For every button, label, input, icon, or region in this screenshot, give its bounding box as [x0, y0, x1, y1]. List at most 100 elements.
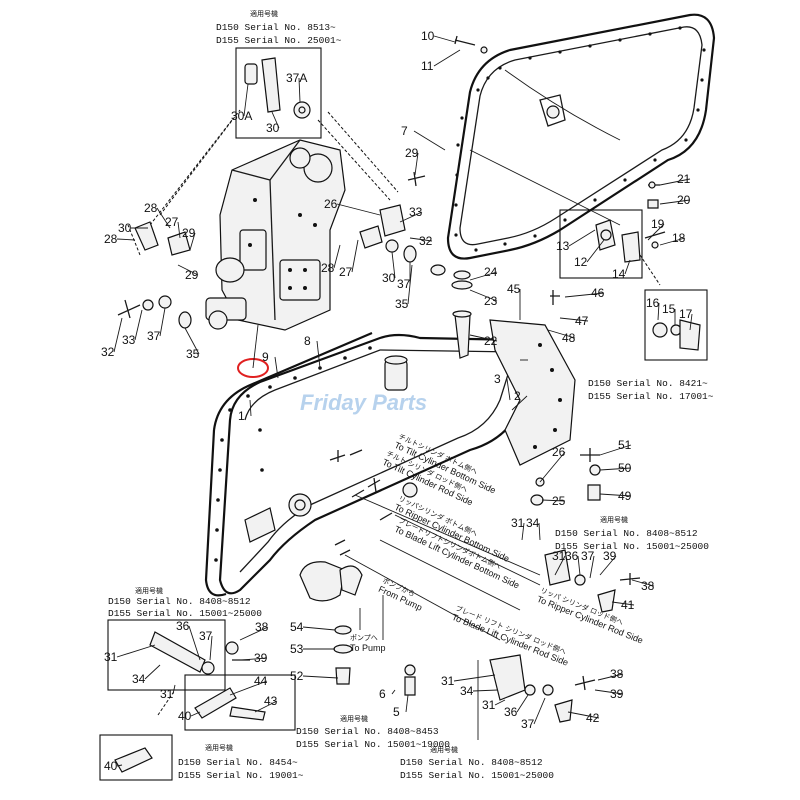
leader-line-33	[134, 309, 143, 341]
leader-line-41	[611, 601, 635, 606]
callout-40: 40	[104, 759, 118, 773]
leader-line-31	[172, 684, 176, 695]
leader-line-36	[577, 555, 581, 576]
callout-39: 39	[254, 651, 268, 665]
hose-lines	[344, 494, 541, 740]
leader-line-12	[586, 239, 605, 263]
hydraulic-tank	[446, 13, 716, 260]
leader-line-31	[554, 555, 566, 576]
leader-line-29	[189, 232, 196, 251]
leader-line-43	[254, 700, 278, 713]
leader-line-39	[241, 657, 268, 661]
callout-45: 45	[507, 282, 521, 296]
callout-37A: 37A	[286, 71, 307, 85]
callout-15: 15	[662, 302, 676, 316]
leader-line-7	[413, 130, 446, 151]
svg-text:D155 Serial No. 15001~25000: D155 Serial No. 15001~25000	[555, 541, 709, 552]
svg-text:D155 Serial No. 15001~25000: D155 Serial No. 15001~25000	[400, 770, 554, 781]
svg-text:適用号機: 適用号機	[340, 714, 368, 723]
callout-48: 48	[562, 331, 576, 345]
svg-text:D150 Serial No. 8408~8512: D150 Serial No. 8408~8512	[108, 596, 251, 607]
leader-line-40	[116, 764, 123, 767]
callout-32: 32	[419, 234, 433, 248]
leader-line-17	[689, 313, 693, 331]
leader-line-18	[659, 237, 686, 246]
svg-text:D155 Serial No. 25001~: D155 Serial No. 25001~	[216, 35, 342, 46]
leader-line-48	[547, 329, 576, 339]
callout-33: 33	[122, 333, 136, 347]
callout-34: 34	[132, 672, 146, 686]
control-valve	[205, 139, 346, 378]
callout-28: 28	[104, 232, 118, 246]
leader-line-32	[409, 237, 433, 242]
callout-20: 20	[677, 193, 691, 207]
leader-line-28	[333, 244, 341, 269]
callout-28: 28	[144, 201, 158, 215]
callout-7: 7	[401, 124, 408, 138]
callout-44: 44	[254, 674, 268, 688]
leader-line-37	[533, 697, 546, 725]
leader-line-3	[506, 378, 511, 401]
leader-line-20	[659, 199, 691, 205]
leader-line-37	[589, 555, 595, 579]
leader-line-16	[657, 302, 660, 321]
svg-text:D155 Serial No. 15001~19000: D155 Serial No. 15001~19000	[296, 739, 450, 750]
frame-bolt-holes	[214, 346, 372, 562]
callout-14: 14	[612, 267, 626, 281]
callout-36: 36	[176, 619, 190, 633]
callout-37: 37	[521, 717, 535, 731]
leader-line-37	[209, 635, 213, 661]
leader-line-31	[521, 522, 525, 541]
serial-note-6: 適用号機 D150 Serial No. 8454~ D155 Serial N…	[178, 743, 304, 781]
leader-line-31	[494, 699, 506, 706]
leader-line-38	[597, 673, 624, 681]
leader-line-8	[316, 340, 321, 369]
leader-line-36	[516, 694, 529, 713]
svg-text:To Pump: To Pump	[350, 643, 386, 653]
callout-33: 33	[409, 205, 423, 219]
serial-note-1: 適用号機 D150 Serial No. 8513~ D155 Serial N…	[216, 9, 342, 46]
serial-note-7: 適用号機 D150 Serial No. 8408~8512 D155 Seri…	[400, 745, 554, 781]
callout-36: 36	[504, 705, 518, 719]
callout-38: 38	[641, 579, 655, 593]
callout-37: 37	[147, 329, 161, 343]
upper-left-hardware	[117, 47, 426, 329]
highlight-mark	[237, 358, 269, 378]
callout-11: 11	[421, 59, 434, 73]
side-bracket	[489, 290, 576, 466]
leader-line-31	[116, 644, 156, 658]
serial-note-2: D150 Serial No. 8421~ D155 Serial No. 17…	[588, 378, 714, 402]
leader-line-25	[541, 499, 566, 502]
leader-line-39	[594, 689, 624, 695]
callout-5: 5	[393, 705, 400, 719]
callout-46: 46	[591, 286, 605, 300]
callout-16: 16	[646, 296, 660, 310]
callout-38: 38	[610, 667, 624, 681]
leader-line-46	[564, 292, 605, 298]
leader-line-6	[391, 689, 396, 695]
callout-37: 37	[397, 277, 411, 291]
callout-38: 38	[255, 620, 269, 634]
leader-line-30	[271, 111, 280, 129]
leader-line-27	[351, 239, 359, 273]
leader-line-29	[414, 152, 419, 176]
tank-bolt-holes	[454, 26, 706, 252]
callout-43: 43	[264, 694, 278, 708]
leader-line-26	[336, 203, 381, 216]
hose-fittings	[299, 449, 418, 602]
callout-13: 13	[556, 239, 570, 253]
lower-frame	[204, 331, 542, 597]
callout-37: 37	[581, 549, 595, 563]
callout-12: 12	[574, 255, 588, 269]
leader-line-39	[599, 555, 617, 576]
leader-line-34	[144, 664, 161, 680]
leader-line-27	[177, 221, 181, 239]
leader-line-30A	[243, 83, 249, 117]
callout-30: 30	[118, 221, 132, 235]
callout-42: 42	[586, 711, 600, 725]
callout-31: 31	[441, 674, 455, 688]
leader-line-1	[249, 399, 252, 417]
callout-36: 36	[565, 549, 579, 563]
callout-30: 30	[382, 271, 396, 285]
